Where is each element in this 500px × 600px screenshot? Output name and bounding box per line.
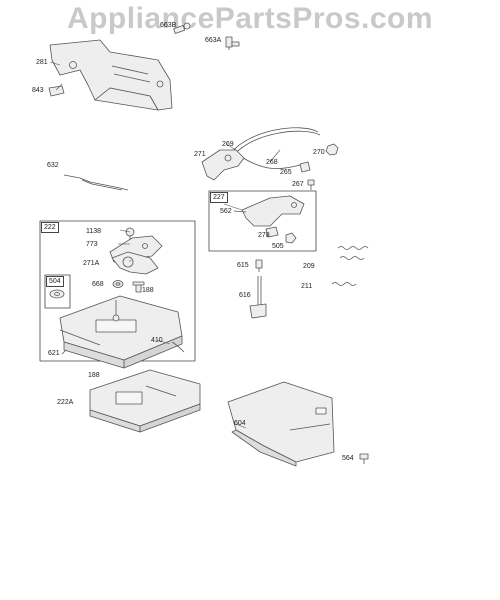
part-271a-bracket: [111, 251, 159, 275]
label-773: 773: [86, 241, 98, 248]
box-227-frame: [208, 190, 317, 252]
label-188-b: 188: [88, 372, 100, 379]
part-270-nut: [325, 143, 339, 156]
label-632: 632: [47, 162, 59, 169]
part-604-shroud: [227, 381, 335, 467]
part-281-bracket: [49, 39, 173, 111]
part-278-spacer: [265, 226, 279, 238]
part-209-spring: [337, 246, 369, 250]
part-269-cable: [231, 127, 321, 169]
box-504-frame: [44, 274, 71, 309]
part-616-rod: [249, 276, 267, 319]
part-271-lever: [201, 149, 245, 181]
box-label-222: 222: [41, 222, 59, 233]
label-621: 621: [48, 350, 60, 357]
watermark: AppliancePartsPros.com: [66, 2, 434, 35]
label-269: 269: [222, 141, 234, 148]
box-label-504: 504: [46, 276, 64, 287]
label-562: 562: [220, 208, 232, 215]
part-410-cable: [171, 341, 185, 353]
label-267: 267: [292, 181, 304, 188]
part-663a-screw: [225, 36, 240, 50]
part-668-washer: [112, 280, 124, 288]
label-281: 281: [36, 59, 48, 66]
part-211-spring: [331, 282, 357, 286]
label-222a: 222A: [57, 399, 74, 406]
label-268: 268: [266, 159, 278, 166]
label-604: 604: [234, 420, 246, 427]
label-271a: 271A: [83, 260, 100, 267]
label-616: 616: [239, 292, 251, 299]
part-564-screw: [359, 453, 369, 464]
part-663b-bolt: [173, 22, 191, 34]
label-410: 410: [151, 337, 163, 344]
label-1138: 1138: [86, 228, 102, 235]
part-632-link: [63, 174, 129, 191]
part-222a-frame: [89, 369, 201, 433]
part-505-nut: [285, 232, 297, 244]
part-843-clip: [48, 85, 65, 97]
part-621-leader: [61, 349, 67, 355]
label-211: 211: [301, 283, 313, 290]
label-663a: 663A: [205, 37, 222, 44]
label-188-a: 188: [142, 287, 154, 294]
label-663b: 663B: [160, 22, 177, 29]
part-267-screw: [307, 179, 315, 190]
part-265-clip: [299, 161, 311, 173]
label-564: 564: [342, 455, 354, 462]
part-562-bracket: [233, 195, 305, 227]
label-843: 843: [32, 87, 44, 94]
label-271: 271: [194, 151, 206, 158]
part-504-retainer: [49, 289, 65, 299]
label-265: 265: [280, 169, 292, 176]
label-505: 505: [272, 243, 284, 250]
part-base-plate: [59, 295, 183, 369]
label-668: 668: [92, 281, 104, 288]
label-615: 615: [237, 262, 249, 269]
label-270: 270: [313, 149, 325, 156]
label-209: 209: [303, 263, 315, 270]
box-label-227: 227: [210, 192, 228, 203]
part-615-pin: [255, 259, 263, 272]
part-188-screw-a: [132, 281, 145, 293]
label-278: 278: [258, 232, 270, 239]
